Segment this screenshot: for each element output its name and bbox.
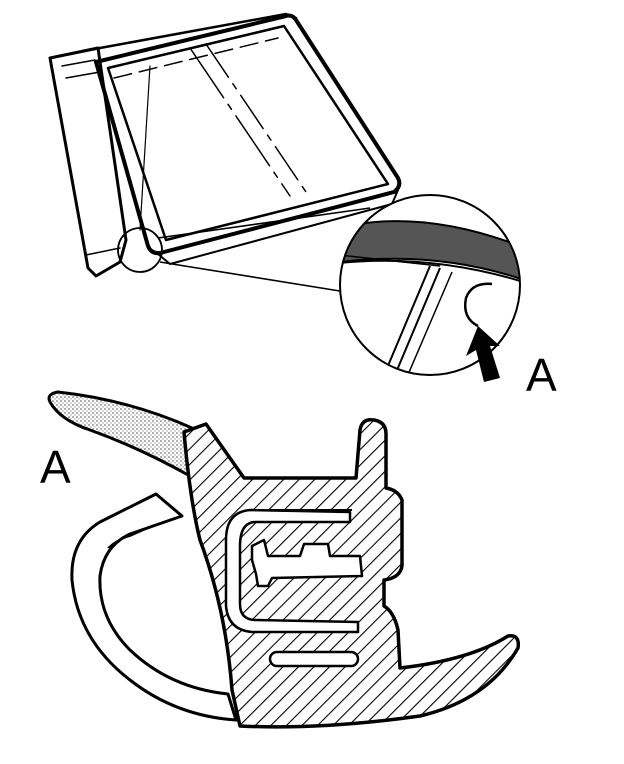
pointer-arrow — [466, 326, 500, 382]
detail-magnifier — [339, 194, 521, 382]
callout-label-a-upper: A — [526, 349, 557, 401]
seal-key-slot — [250, 538, 364, 588]
seal-channel — [224, 508, 360, 634]
seal-clip — [70, 492, 238, 722]
glass-frame-inner — [106, 24, 390, 242]
seal-bottom-slot — [268, 650, 360, 668]
detail-marker-circle — [117, 227, 163, 273]
glass-shelf-drawing — [48, 12, 402, 278]
glass-frame-outer — [94, 13, 402, 256]
back-trim — [48, 46, 128, 278]
callout-label-a-lower: A — [40, 441, 71, 493]
seal-strip — [340, 220, 520, 284]
leader-lines — [157, 207, 371, 293]
seal-cross-section — [47, 390, 521, 729]
